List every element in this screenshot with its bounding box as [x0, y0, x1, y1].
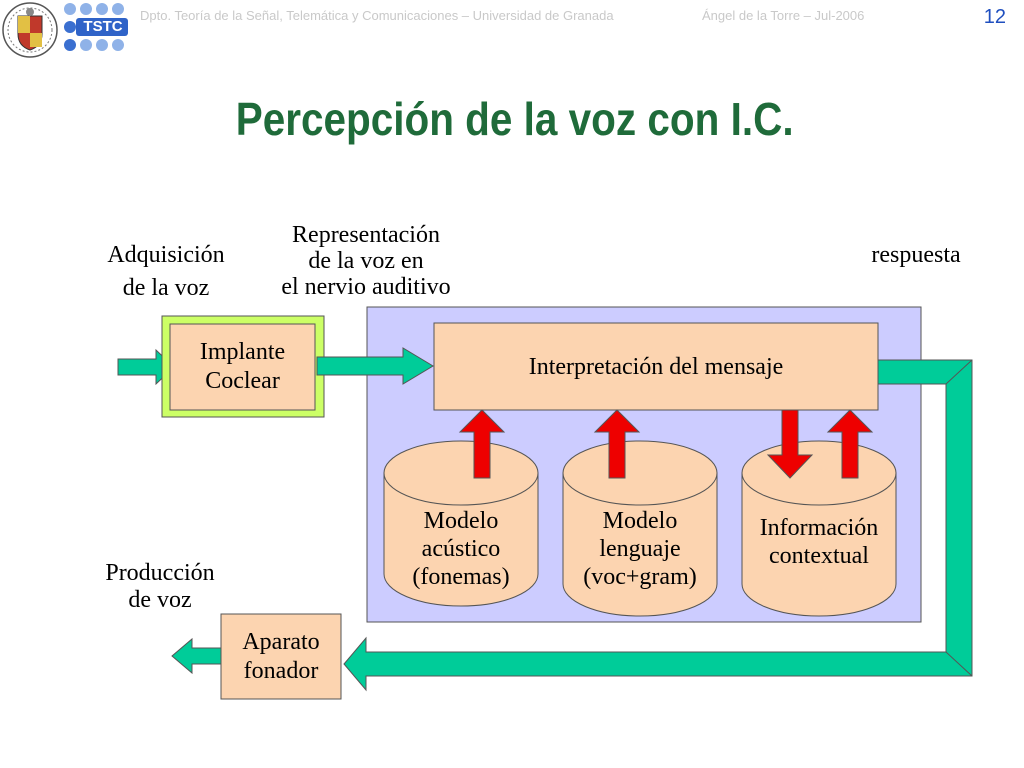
production-label-line2: de voz	[128, 587, 192, 613]
language-model-line2: lenguaje	[599, 536, 681, 562]
apparatus-text-line2: fonador	[243, 658, 319, 684]
acoustic-up-arrow	[458, 409, 506, 479]
apparatus-text: Aparato fonador	[221, 628, 341, 686]
author-date-text: Ángel de la Torre – Jul-2006	[702, 8, 865, 23]
nerve-representation-arrow	[316, 347, 434, 385]
context-down-arrow	[766, 409, 814, 479]
representation-label: Representación de la voz en el nervio au…	[250, 222, 482, 300]
implant-text-line1: Implante	[199, 339, 286, 365]
language-model-text: Modelo lenguaje (voc+gram)	[563, 507, 717, 591]
acoustic-model-line1: Modelo	[423, 508, 499, 534]
tstc-logo: TSTC	[62, 2, 130, 52]
production-label: Producción de voz	[80, 560, 240, 614]
response-label: respuesta	[871, 242, 961, 268]
language-up-arrow	[593, 409, 641, 479]
implant-text-line2: Coclear	[205, 368, 280, 394]
vocal-apparatus-box	[220, 613, 342, 700]
acquisition-label-line1: Adquisición	[107, 242, 225, 268]
acoustic-model-text: Modelo acústico (fonemas)	[384, 507, 538, 591]
representation-label-line3: el nervio auditivo	[281, 274, 451, 300]
context-info-text: Información contextual	[742, 514, 896, 570]
implant-text: Implante Coclear	[170, 338, 315, 396]
language-model-line1: Modelo	[602, 508, 678, 534]
context-info-line2: contextual	[769, 543, 869, 569]
acoustic-model-cylinder	[383, 440, 539, 607]
tstc-logo-text: TSTC	[83, 18, 123, 35]
acoustic-model-line3: (fonemas)	[412, 564, 510, 590]
acquisition-label-line2: de la voz	[122, 275, 210, 301]
page-title: Percepción de la voz con I.C.	[235, 93, 794, 145]
interpretation-text: Interpretación del mensaje	[528, 354, 784, 380]
department-text: Dpto. Teoría de la Señal, Telemática y C…	[140, 8, 614, 23]
acoustic-model-line2: acústico	[421, 536, 501, 562]
representation-label-line2: de la voz en	[308, 248, 424, 274]
language-model-cylinder	[562, 440, 718, 617]
implant-box	[169, 323, 316, 411]
apparatus-text-line1: Aparato	[242, 629, 320, 655]
context-up-arrow	[826, 409, 874, 479]
voice-output-arrow	[171, 637, 222, 675]
acquisition-label: Adquisición de la voz	[86, 242, 246, 302]
production-label-line1: Producción	[105, 560, 215, 586]
university-crest-logo	[2, 2, 58, 58]
language-model-line3: (voc+gram)	[583, 564, 697, 590]
response-return-arrow	[343, 359, 973, 692]
interpretation-box	[433, 322, 879, 411]
context-info-line1: Información	[759, 515, 879, 541]
page-number: 12	[983, 6, 1006, 28]
representation-label-line1: Representación	[292, 222, 440, 248]
